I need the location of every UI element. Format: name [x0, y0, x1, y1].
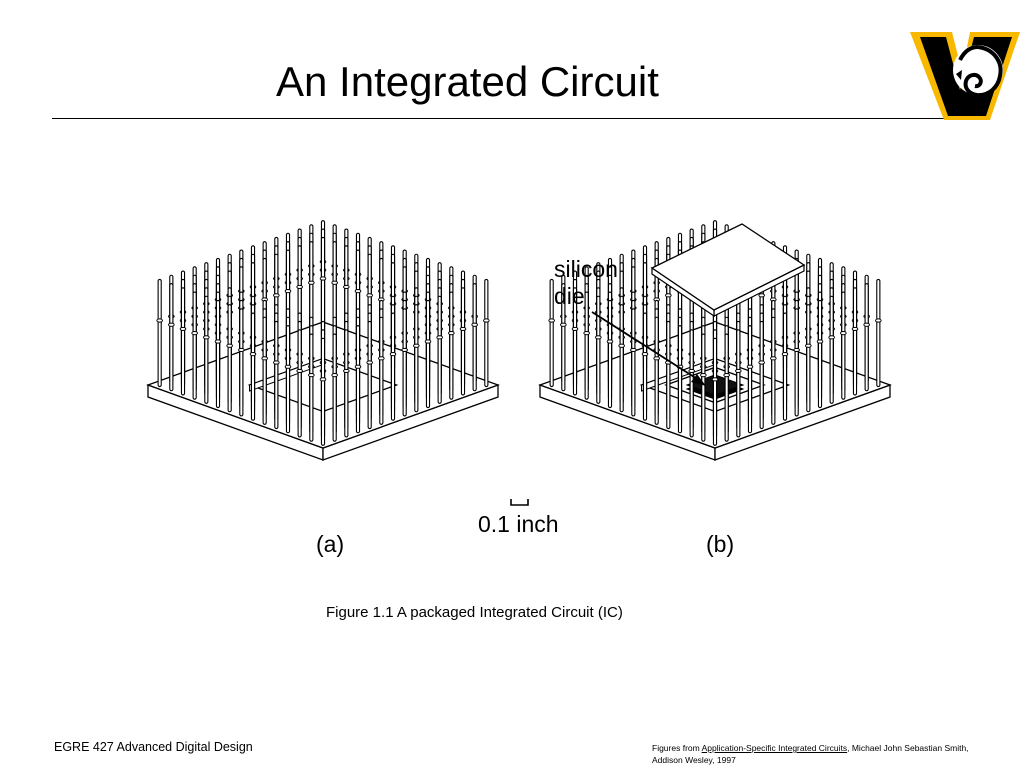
callout-arrowhead — [691, 374, 706, 386]
credit-prefix: Figures from — [652, 743, 702, 753]
scale-label: 0.1 inch — [478, 511, 559, 537]
credit-suffix: , Michael John Sebastian Smith, Addison … — [652, 743, 969, 765]
title-divider — [52, 118, 973, 119]
callout-leader-line — [591, 311, 703, 383]
book-title-link[interactable]: Application-Specific Integrated Circuits — [701, 743, 848, 753]
vcu-ram-logo-icon — [910, 32, 1020, 120]
label-b: (b) — [706, 531, 734, 557]
scale-bar — [510, 499, 529, 506]
figure-caption: Figure 1.1 A packaged Integrated Circuit… — [326, 604, 623, 621]
ic-package-figure: silicon die 0.1 inch (a) (b) — [146, 220, 892, 557]
footer-course: EGRE 427 Advanced Digital Design — [54, 740, 253, 754]
callout-die: die — [554, 283, 585, 309]
package-a-open-cavity — [146, 220, 500, 461]
footer-credit: Figures from Application-Specific Integr… — [652, 742, 972, 766]
callout-silicon: silicon — [554, 256, 618, 282]
package-lid — [650, 223, 806, 311]
label-a: (a) — [316, 531, 344, 557]
slide-title: An Integrated Circuit — [276, 58, 659, 105]
